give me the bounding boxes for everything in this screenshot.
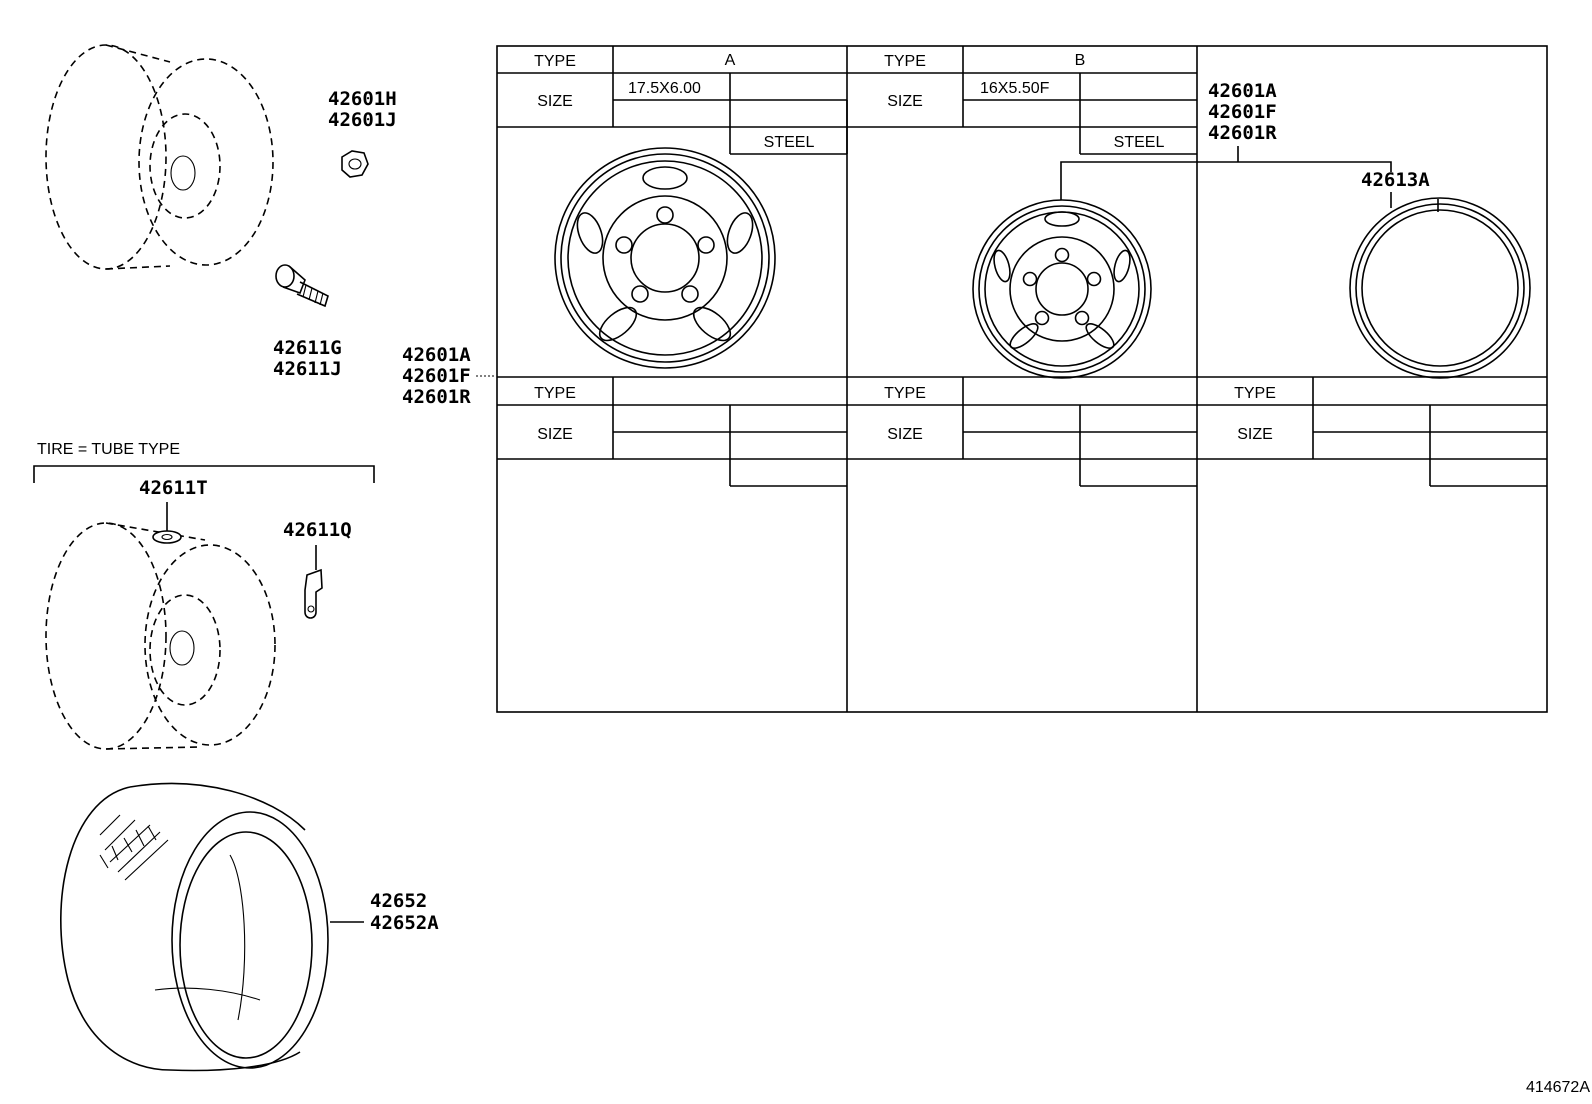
label-wheel-ref-1: 42601A <box>402 344 471 366</box>
wheel-type-b-icon <box>972 199 1152 379</box>
wheel-assembly-dashed-icon <box>45 44 274 270</box>
tire-icon <box>60 782 329 1072</box>
type-b-material: STEEL <box>1114 134 1165 151</box>
spec-table <box>496 45 1548 713</box>
label-tire-2: 42652A <box>370 912 439 934</box>
type-a-code: A <box>725 52 736 69</box>
label-wheel-b-ref-2: 42601F <box>1208 101 1277 123</box>
wheel-type-a-icon <box>554 147 776 369</box>
label-valve-1: 42611G <box>273 337 342 359</box>
type-a-size: 17.5X6.00 <box>628 80 701 97</box>
type-a-size-label: SIZE <box>537 93 573 110</box>
label-valve-clip: 42611Q <box>283 519 352 541</box>
type-b-size-label: SIZE <box>887 93 923 110</box>
label-wheel-b-ref-3: 42601R <box>1208 122 1277 144</box>
valve-clip-icon <box>304 568 323 619</box>
hub-bolt-icon <box>275 264 329 308</box>
slot-3-size-label: SIZE <box>1237 426 1273 443</box>
label-wheel-ref-2: 42601F <box>402 365 471 387</box>
slot-1-size-label: SIZE <box>537 426 573 443</box>
type-b-size: 16X5.50F <box>980 80 1050 97</box>
type-a-type-label: TYPE <box>534 53 576 70</box>
leader-wheel-b <box>1060 146 1392 200</box>
hub-nut-icon <box>341 150 369 178</box>
rim-ring-icon <box>1349 197 1531 379</box>
tube-type-bracket <box>33 465 375 483</box>
label-rim-ring: 42613A <box>1361 169 1430 191</box>
label-tube-valve: 42611T <box>139 477 208 499</box>
label-nut-1: 42601H <box>328 88 397 110</box>
type-b-type-label: TYPE <box>884 53 926 70</box>
label-valve-2: 42611J <box>273 358 342 380</box>
diagram-id: 414672A <box>1526 1079 1590 1096</box>
slot-1-type-label: TYPE <box>534 385 576 402</box>
label-tire-1: 42652 <box>370 890 427 912</box>
slot-2-type-label: TYPE <box>884 385 926 402</box>
slot-3-type-label: TYPE <box>1234 385 1276 402</box>
tube-type-note: TIRE = TUBE TYPE <box>37 441 180 458</box>
label-wheel-ref-3: 42601R <box>402 386 471 408</box>
tube-wheel-dashed-icon <box>45 522 276 750</box>
type-b-code: B <box>1075 52 1086 69</box>
label-wheel-b-ref-1: 42601A <box>1208 80 1277 102</box>
type-a-material: STEEL <box>764 134 815 151</box>
label-nut-2: 42601J <box>328 109 397 131</box>
slot-2-size-label: SIZE <box>887 426 923 443</box>
